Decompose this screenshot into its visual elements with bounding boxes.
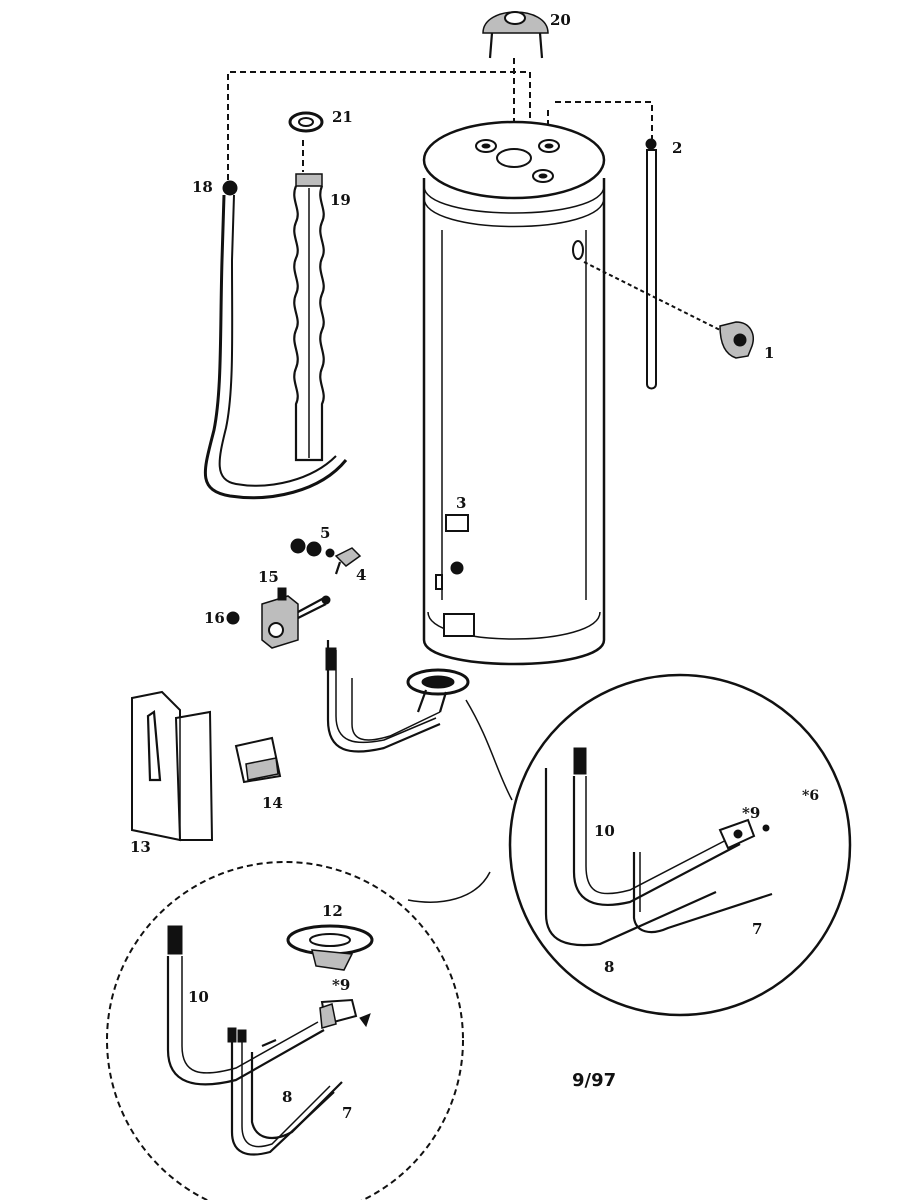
part-21-washer (288, 111, 324, 133)
part-16-knob (226, 611, 240, 625)
part-13-outer-door (131, 690, 214, 842)
label-7-left: 7 (342, 1104, 352, 1122)
label-3: 3 (456, 494, 466, 512)
label-5: 5 (320, 524, 330, 542)
part-20-cap (482, 11, 549, 59)
label-4: 4 (356, 566, 366, 584)
part-18-hose (204, 180, 348, 500)
label-2: 2 (672, 139, 682, 157)
burner-assembly (325, 640, 470, 753)
water-heater-tank (422, 120, 606, 666)
label-14: 14 (262, 794, 283, 812)
detail-circle-right (465, 673, 852, 1017)
label-8-left: 8 (282, 1088, 292, 1106)
label-21: 21 (332, 108, 353, 126)
part-1-drain-valve (583, 261, 754, 359)
label-6: *6 (802, 788, 819, 804)
label-10-left: 10 (188, 988, 209, 1006)
part-4-bracket (334, 547, 362, 575)
date-code: 9/97 (572, 1070, 616, 1091)
part-19-dip-tube (293, 173, 325, 462)
label-15: 15 (258, 568, 279, 586)
part-14-inner-door (234, 736, 282, 784)
part-2-rod (645, 138, 657, 390)
detail-circle-left (106, 861, 491, 1200)
label-1: 1 (764, 344, 774, 362)
label-19: 19 (330, 191, 351, 209)
label-18: 18 (192, 178, 213, 196)
label-12: 12 (322, 902, 343, 920)
label-13: 13 (130, 838, 151, 856)
label-9-left: *9 (332, 976, 350, 994)
label-9-right: *9 (742, 804, 760, 822)
label-20: 20 (550, 11, 571, 29)
part-15-gas-control (261, 587, 331, 649)
label-7-right: 7 (752, 920, 762, 938)
label-16: 16 (204, 609, 225, 627)
label-10-right: 10 (594, 822, 615, 840)
label-8-right: 8 (604, 958, 614, 976)
part-5-nut (290, 538, 335, 558)
